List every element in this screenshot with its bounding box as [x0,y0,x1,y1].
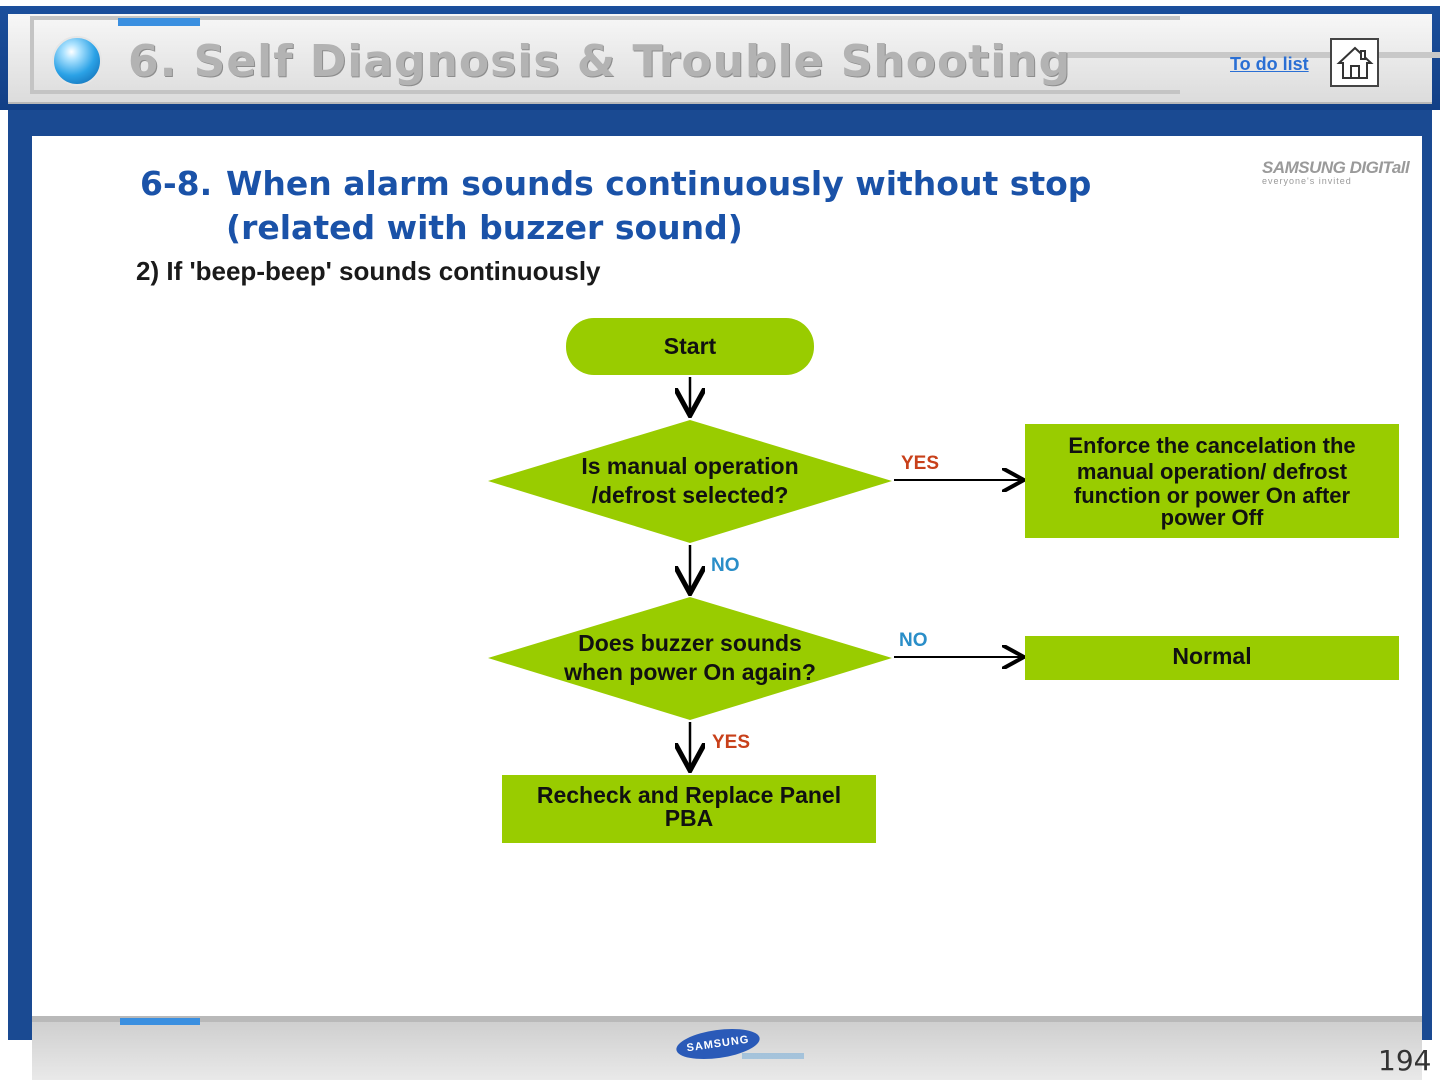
samsung-logo-underline [742,1053,804,1059]
decision1-text: Is manual operation /defrost selected? [540,450,840,512]
start-node: Start [566,318,814,375]
decision2-no-label: NO [899,630,928,651]
action-yes2-line2: PBA [664,805,714,831]
samsung-digitall-logo: SAMSUNG DIGITall everyone's invited [1262,158,1412,194]
todo-list-link[interactable]: To do list [1230,54,1309,74]
action-normal: Normal [1025,636,1399,680]
action-cancel-manual-operation: Enforce the cancelation the manual opera… [1025,424,1399,538]
action-replace-panel-pba: Recheck and Replace Panel PBA [502,775,876,843]
decision2-line2: when power On again? [564,659,816,685]
header-divider [1060,52,1440,58]
footer-accent-bar [120,1018,200,1025]
brand-tagline: everyone's invited [1262,176,1352,186]
header-accent-bar [118,18,200,26]
decision2-text: Does buzzer sounds when power On again? [540,627,840,689]
page-number: 194 [1378,1044,1432,1077]
header-panel [8,14,1432,104]
decision2-line1: Does buzzer sounds [578,630,802,656]
section-title: 6-8. When alarm sounds continuously witho… [140,162,1091,250]
action-yes2-line1: Recheck and Replace Panel [536,782,842,808]
decision2-yes-label: YES [712,732,751,753]
decision1-line2: /defrost selected? [591,482,789,508]
section-title-line1: When alarm sounds continuously without s… [226,164,1092,203]
page-title: 6. Self Diagnosis & Trouble Shooting [128,36,1072,87]
decision1-line1: Is manual operation [581,453,799,479]
decision1-diamond [488,420,892,543]
decision2-diamond [488,597,892,720]
action-yes1-line3: function or power On after [1073,483,1351,508]
action-yes1-line2: manual operation/ defrost [1076,459,1348,484]
action-yes1-line4: power Off [1160,505,1264,530]
brand-name: SAMSUNG DIGITall [1262,158,1410,177]
content-card [32,136,1422,1016]
samsung-logo-text: SAMSUNG [685,1033,751,1055]
decision1-yes-label: YES [901,453,940,474]
header-frame [30,16,1180,94]
decision1-no-label: NO [711,555,740,576]
top-stripe [0,0,1440,8]
home-button[interactable] [1330,38,1379,87]
home-icon [1336,46,1374,79]
section-subtitle: 2) If 'beep-beep' sounds continuously [136,256,601,286]
action-yes1-line1: Enforce the cancelation the [1068,433,1356,458]
section-number: 6-8. [140,164,213,203]
section-title-line2: (related with buzzer sound) [226,208,743,247]
globe-orb-icon [52,36,102,86]
